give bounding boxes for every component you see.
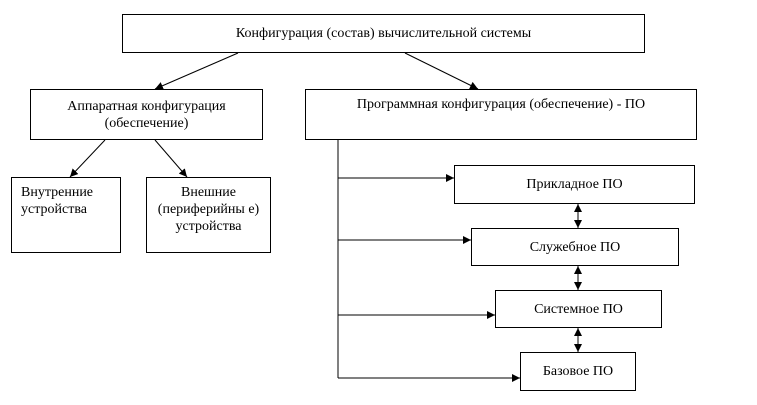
service-software-label: Служебное ПО	[529, 239, 621, 255]
internal-devices-label: Внутренние устройства	[21, 185, 94, 217]
arrow-root-to-software	[404, 52, 479, 90]
service-software-node: Служебное ПО	[471, 228, 679, 266]
arrow-hardware-to-external	[154, 139, 188, 178]
system-software-node: Системное ПО	[495, 290, 662, 328]
software-node-label: Программная конфигурация (обеспечение) -…	[356, 97, 646, 112]
system-software-label: Системное ПО	[534, 301, 623, 317]
internal-devices-node: Внутренние устройства	[11, 177, 121, 253]
hardware-node-label: Аппаратная конфигурация (обеспечение)	[67, 98, 226, 131]
base-software-label: Базовое ПО	[542, 364, 614, 379]
hardware-node: Аппаратная конфигурация (обеспечение)	[30, 89, 263, 140]
applied-software-label: Прикладное ПО	[526, 177, 623, 192]
external-devices-node: Внешние (периферийны е) устройства	[146, 177, 271, 253]
external-devices-label: Внешние (периферийны е) устройства	[157, 185, 260, 234]
root-node-label: Конфигурация (состав) вычислительной сис…	[235, 26, 532, 41]
arrow-hardware-to-internal	[69, 139, 106, 178]
base-software-node: Базовое ПО	[520, 352, 636, 391]
arrow-root-to-hardware	[154, 52, 239, 90]
root-node: Конфигурация (состав) вычислительной сис…	[122, 14, 645, 53]
applied-software-node: Прикладное ПО	[454, 165, 695, 204]
software-node: Программная конфигурация (обеспечение) -…	[305, 89, 697, 140]
